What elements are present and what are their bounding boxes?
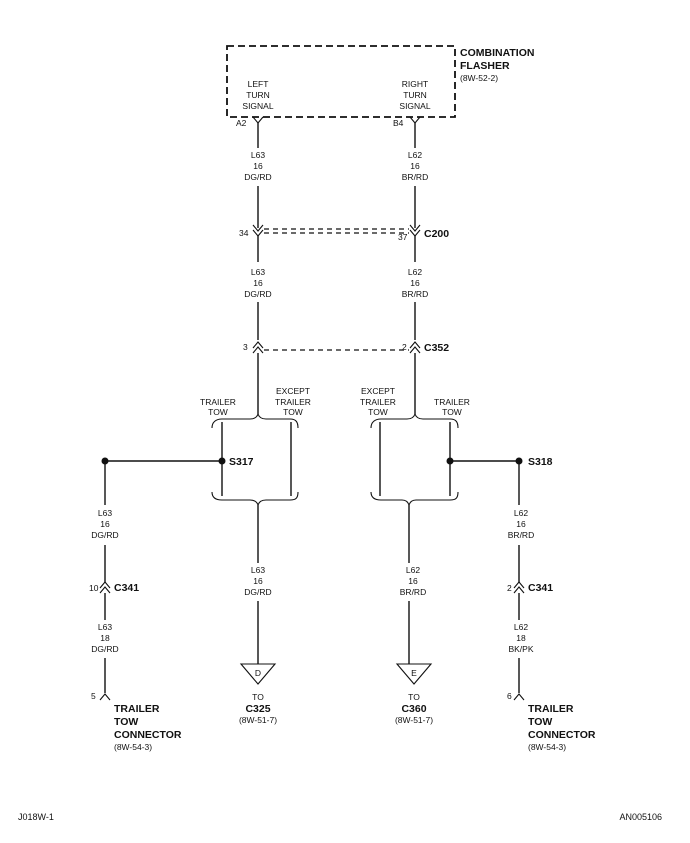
flasher-right-label-3: SIGNAL: [399, 101, 430, 111]
far-right-a-gauge: 16: [516, 519, 526, 529]
flasher-right-label-2: TURN: [403, 90, 427, 100]
far-left-b-circuit: L63: [98, 622, 112, 632]
ground-d-letter: D: [255, 668, 261, 678]
center-left-gauge: 16: [253, 576, 263, 586]
c341-right-connector-icon: [513, 581, 525, 594]
ground-d-connector: C325: [245, 703, 270, 715]
c341-left-label: C341: [114, 582, 139, 594]
right-options-bottom-brace: [370, 491, 459, 507]
center-left-color: DG/RD: [244, 587, 271, 597]
left-trailer-tow-label-1: TRAILER: [200, 397, 236, 407]
far-right-b-circuit: L62: [514, 622, 528, 632]
c341-left-connector-icon: [99, 581, 111, 594]
right-except-label-2: TRAILER: [360, 397, 396, 407]
wire-right-top-gauge: 16: [410, 161, 420, 171]
wire-left-top-circuit: L63: [251, 150, 265, 160]
right-except-label-3: TOW: [368, 407, 388, 417]
wire-left-mid-gauge: 16: [253, 278, 263, 288]
center-right-color: BR/RD: [400, 587, 426, 597]
left-options-bottom-brace: [211, 491, 299, 507]
trailer-left-line-2: TOW: [114, 716, 138, 728]
c352-left-pin: 3: [243, 342, 248, 352]
ground-d-to: TO: [252, 692, 264, 702]
ground-e-letter: E: [411, 668, 417, 678]
ground-e-ref: (8W-51-7): [395, 715, 433, 725]
right-except-label-1: EXCEPT: [361, 386, 395, 396]
wire-left-top-gauge: 16: [253, 161, 263, 171]
left-except-label-3: TOW: [283, 407, 303, 417]
ground-d-triangle-icon: [239, 663, 277, 685]
flasher-title-1: COMBINATION: [460, 47, 534, 59]
trailer-left-line-1: TRAILER: [114, 703, 160, 715]
trailer-right-line-1: TRAILER: [528, 703, 574, 715]
c200-left-pin: 34: [239, 228, 249, 238]
left-options-top-brace: [211, 412, 299, 429]
right-options-top-brace: [370, 412, 459, 429]
c200-right-pin: 37: [398, 232, 408, 242]
wire-right-top-color: BR/RD: [402, 172, 428, 182]
far-left-a-circuit: L63: [98, 508, 112, 518]
far-right-b-gauge: 18: [516, 633, 526, 643]
center-right-gauge: 16: [408, 576, 418, 586]
flasher-left-label-3: SIGNAL: [242, 101, 273, 111]
c341-right-pin: 2: [507, 583, 512, 593]
trailer-right-pin-icon: [513, 693, 525, 701]
right-trailer-tow-label-1: TRAILER: [434, 397, 470, 407]
far-right-a-circuit: L62: [514, 508, 528, 518]
c352-right-pin: 2: [402, 342, 407, 352]
wire-right-top-circuit: L62: [408, 150, 422, 160]
far-left-b-gauge: 18: [100, 633, 110, 643]
flasher-ref: (8W-52-2): [460, 73, 498, 83]
wire-left-mid-color: DG/RD: [244, 289, 271, 299]
s318-label: S318: [528, 456, 553, 468]
center-left-circuit: L63: [251, 565, 265, 575]
far-left-a-gauge: 16: [100, 519, 110, 529]
c341-left-pin: 10: [89, 583, 99, 593]
trailer-right-line-3: CONNECTOR: [528, 729, 596, 741]
footer-left-code: J018W-1: [18, 812, 54, 822]
left-except-label-2: TRAILER: [275, 397, 311, 407]
trailer-right-pin: 6: [507, 691, 512, 701]
right-trailer-tow-label-2: TOW: [442, 407, 462, 417]
c352-right-connector-icon: [409, 341, 421, 354]
wire-right-mid-circuit: L62: [408, 267, 422, 277]
left-except-label-1: EXCEPT: [276, 386, 310, 396]
ground-e-connector: C360: [401, 703, 426, 715]
c341-right-label: C341: [528, 582, 553, 594]
c200-label: C200: [424, 228, 449, 240]
wire-left-top-color: DG/RD: [244, 172, 271, 182]
wire-right-mid-color: BR/RD: [402, 289, 428, 299]
trailer-right-ref: (8W-54-3): [528, 742, 566, 752]
far-right-b-color: BK/PK: [508, 644, 533, 654]
flasher-title-2: FLASHER: [460, 60, 510, 72]
far-right-a-color: BR/RD: [508, 530, 534, 540]
far-left-b-color: DG/RD: [91, 644, 118, 654]
ground-d-ref: (8W-51-7): [239, 715, 277, 725]
flasher-left-label-1: LEFT: [248, 79, 269, 89]
pin-b4-label: B4: [393, 118, 404, 128]
flasher-left-label-2: TURN: [246, 90, 270, 100]
c352-label: C352: [424, 342, 449, 354]
s317-label: S317: [229, 456, 254, 468]
far-left-a-color: DG/RD: [91, 530, 118, 540]
trailer-left-ref: (8W-54-3): [114, 742, 152, 752]
trailer-left-line-3: CONNECTOR: [114, 729, 182, 741]
pin-a2-label: A2: [236, 118, 247, 128]
trailer-right-line-2: TOW: [528, 716, 552, 728]
flasher-right-label-1: RIGHT: [402, 79, 428, 89]
footer-right-code: AN005106: [619, 812, 662, 822]
left-trailer-tow-label-2: TOW: [208, 407, 228, 417]
ground-e-to: TO: [408, 692, 420, 702]
wire-right-mid-gauge: 16: [410, 278, 420, 288]
wire-left-mid-circuit: L63: [251, 267, 265, 277]
center-right-circuit: L62: [406, 565, 420, 575]
combination-flasher-box: [226, 45, 456, 118]
trailer-left-pin: 5: [91, 691, 96, 701]
trailer-left-pin-icon: [99, 693, 111, 701]
c352-left-connector-icon: [252, 341, 264, 354]
ground-e-triangle-icon: [395, 663, 433, 685]
